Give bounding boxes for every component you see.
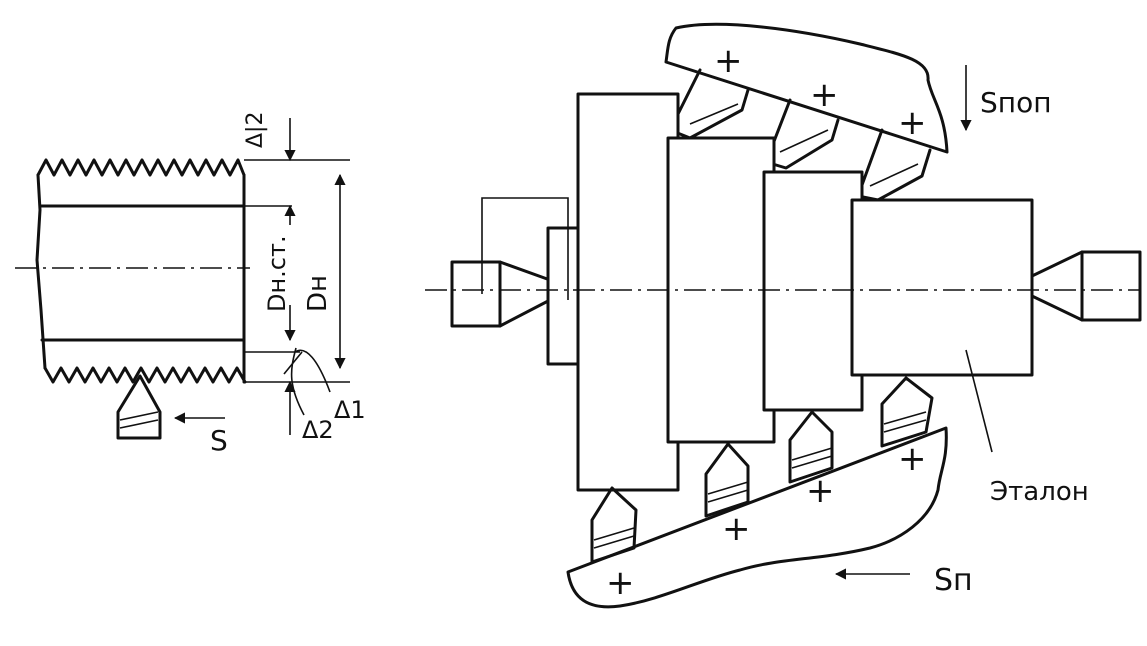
dog-bracket [481,197,569,300]
plus-mark: + [898,439,927,479]
plus-mark: + [606,563,635,603]
plus-mark: + [722,509,751,549]
d-nominal-standard-label: Dн.ст. [263,235,291,312]
etalon-label: Эталон [990,477,1089,507]
d-nominal-label: Dн [303,275,333,312]
left-center-pin [450,260,552,328]
etalon-leader-line [965,349,993,453]
delta-1-label: Δ1 [334,396,366,424]
threaded-workpiece [15,158,250,384]
s-p-label: Sп [934,563,973,598]
dimension-lines-left [244,118,350,435]
thread-cutting-tool [116,374,162,440]
stepped-standard [546,92,1034,492]
right-center-pin [1030,250,1142,322]
delta-half-label: Δ|2 [243,112,268,148]
delta-2-label: Δ2 [302,416,334,444]
plus-mark: + [810,75,839,115]
plus-mark: + [898,103,927,143]
plus-mark: + [714,41,743,81]
plus-mark: + [806,471,835,511]
feed-s-label: S [210,424,228,457]
s-pop-label: Sпоп [980,86,1052,119]
lower-tool-block [566,376,948,609]
